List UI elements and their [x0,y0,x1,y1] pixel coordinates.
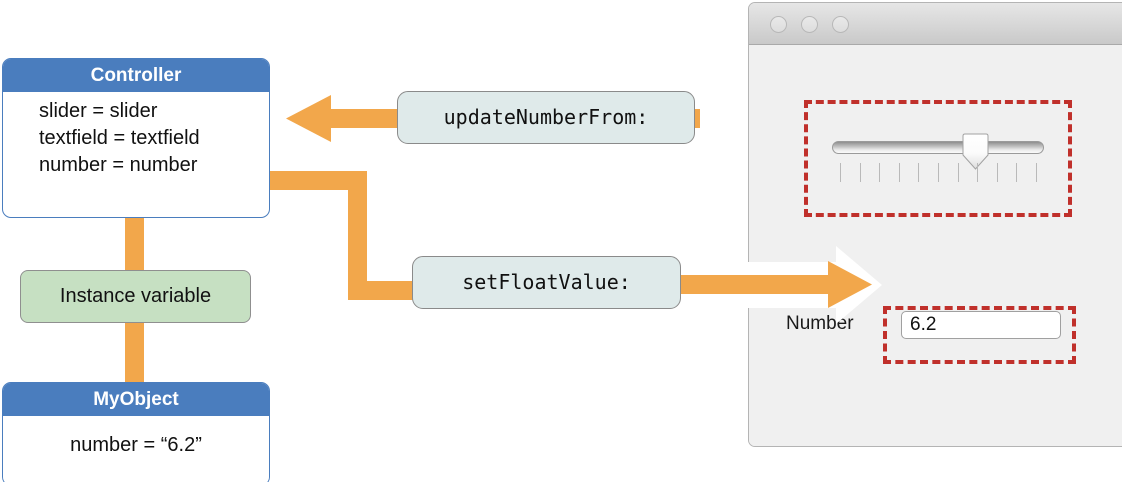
minimize-button-icon[interactable] [801,16,818,33]
slider-tick-marks [840,163,1037,182]
slider-knob-icon[interactable] [961,133,990,170]
number-field-label: Number [786,313,854,334]
slider-track[interactable] [832,141,1044,154]
myobject-box-body: number = “6.2” [3,416,269,466]
controller-attr-slider: slider = slider [39,100,158,122]
controller-box-header: Controller [3,59,269,92]
slider-highlight-box [804,100,1072,217]
window-content [749,45,1122,446]
mac-window [748,2,1122,447]
controller-box: Controller slider = slider textfield = t… [2,58,270,218]
window-titlebar [749,3,1122,45]
number-text-field[interactable]: 6.2 [901,311,1061,339]
myobject-attr-number: number = “6.2” [70,434,202,456]
message-update-number-from: updateNumberFrom: [397,91,695,144]
close-button-icon[interactable] [770,16,787,33]
myobject-box-header: MyObject [3,383,269,416]
instance-variable-label: Instance variable [20,270,251,323]
message-set-float-value: setFloatValue: [412,256,681,309]
zoom-button-icon[interactable] [832,16,849,33]
controller-box-body: slider = slider textfield = textfield nu… [3,92,269,185]
myobject-box: MyObject number = “6.2” [2,382,270,482]
controller-attr-textfield: textfield = textfield [39,127,200,149]
controller-attr-number: number = number [39,154,198,176]
number-field-highlight-box [883,306,1076,364]
